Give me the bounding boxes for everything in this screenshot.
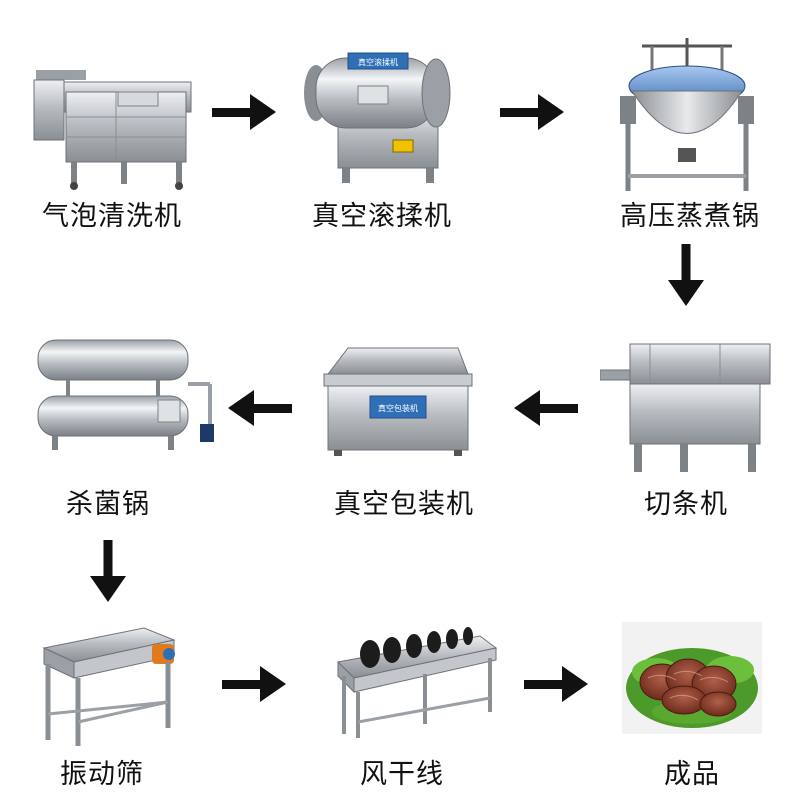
pressure-cooker-image	[620, 38, 754, 191]
arrow-left-icon	[514, 390, 578, 426]
arrow-down-icon	[90, 540, 126, 602]
arrow-right-icon	[500, 94, 564, 130]
arrow-right-icon	[222, 666, 286, 702]
step-label: 真空包装机	[334, 489, 474, 520]
sterilizer-image	[37, 339, 214, 450]
arrow-right-icon	[524, 666, 588, 702]
step-label: 切条机	[644, 489, 728, 520]
arrow-down-icon	[668, 244, 704, 306]
arrow-right-icon	[212, 94, 276, 130]
packer-plate-text: 真空包装机	[378, 403, 418, 413]
arrow-left-icon	[228, 390, 292, 426]
step-label: 高压蒸煮锅	[620, 201, 760, 232]
step-label: 风干线	[360, 759, 444, 790]
vacuum-tumbler-image: 真空滚揉机	[304, 52, 451, 183]
vibrating-screen-image	[42, 627, 176, 746]
bubble-washer-image	[33, 70, 192, 190]
vacuum-packer-image: 真空包装机	[323, 347, 473, 456]
tumbler-plate-text: 真空滚揉机	[358, 57, 398, 67]
step-label: 气泡清洗机	[42, 201, 182, 232]
strip-cutter-image	[600, 343, 771, 472]
step-label: 成品	[664, 759, 720, 790]
finished-product-image	[622, 622, 762, 734]
step-label: 杀菌锅	[66, 489, 150, 520]
step-label: 真空滚揉机	[312, 201, 452, 232]
step-label: 振动筛	[60, 759, 144, 790]
air-dry-line-image	[336, 627, 498, 738]
